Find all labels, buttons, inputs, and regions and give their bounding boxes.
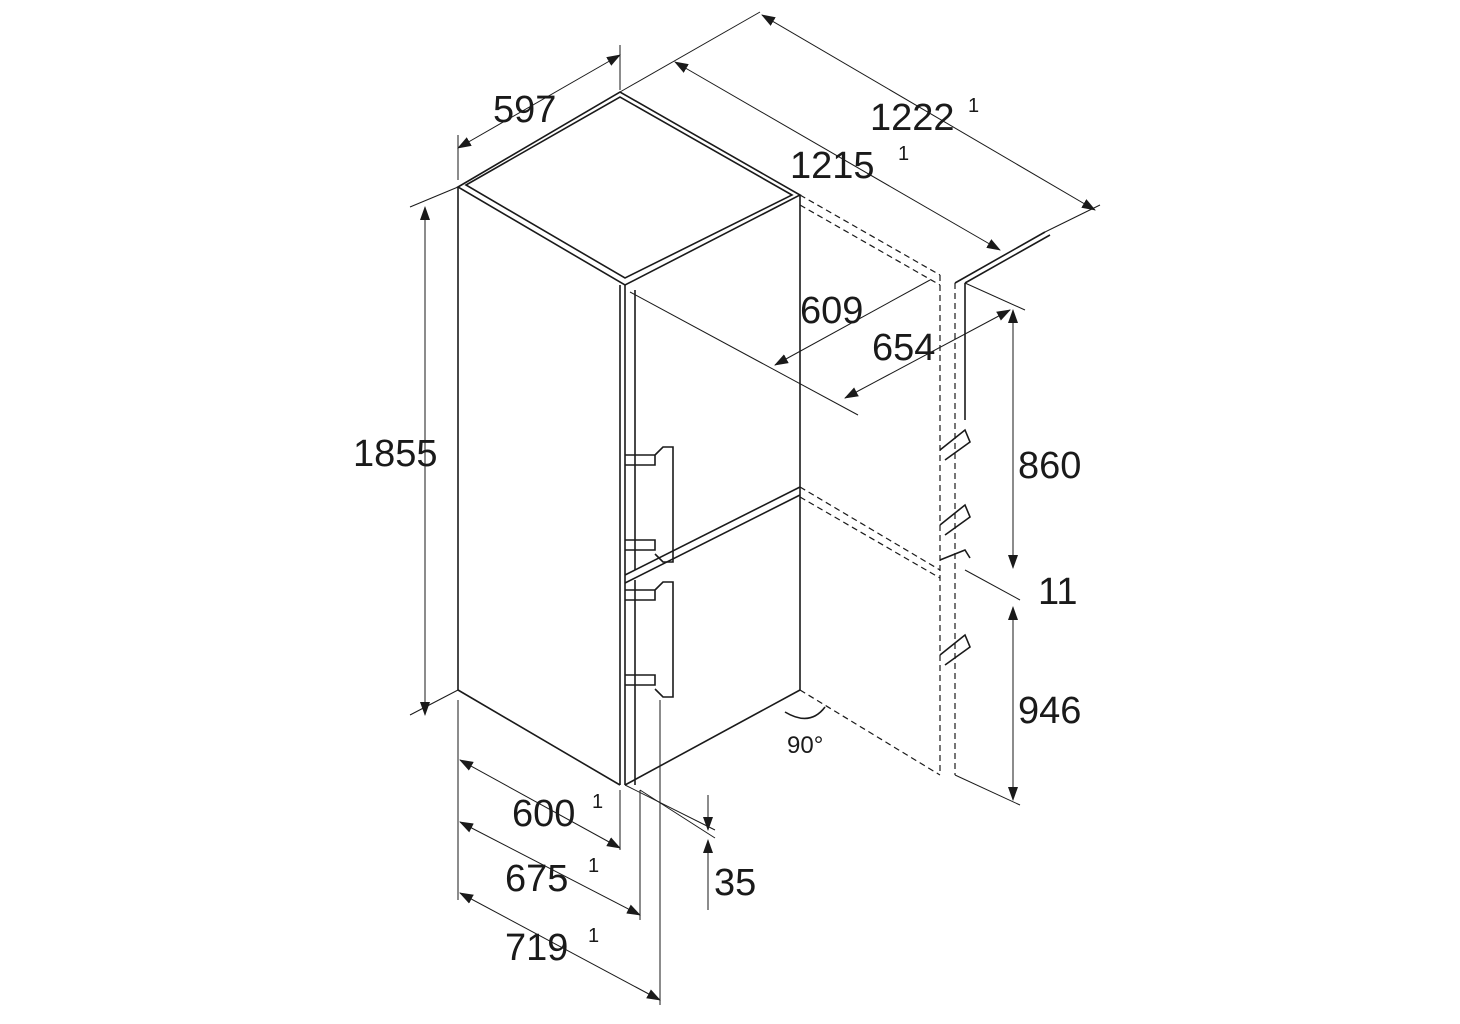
dim-35: 35 [714,862,756,904]
dim-654: 654 [872,327,935,369]
note-1222: 1 [968,95,979,117]
dim-675: 675 [505,858,568,900]
fridge-body [456,91,859,786]
note-600: 1 [592,791,603,813]
door-handles [625,446,674,698]
dim-860: 860 [1018,445,1081,487]
note-1215: 1 [898,143,909,165]
note-719: 1 [588,925,599,947]
dim-597: 597 [493,89,556,131]
dim-609: 609 [800,290,863,332]
dim-1855: 1855 [353,433,438,475]
dim-719: 719 [505,927,568,969]
dim-11: 11 [1038,571,1077,613]
dim-946: 946 [1018,690,1081,732]
note-675: 1 [588,855,599,877]
angle-90: 90° [787,732,823,759]
dim-600: 600 [512,793,575,835]
dimension-lines [409,11,1101,1005]
dim-1215: 1215 [790,145,875,187]
door-swing-outline [784,194,1051,776]
dim-1222: 1222 [870,97,955,139]
